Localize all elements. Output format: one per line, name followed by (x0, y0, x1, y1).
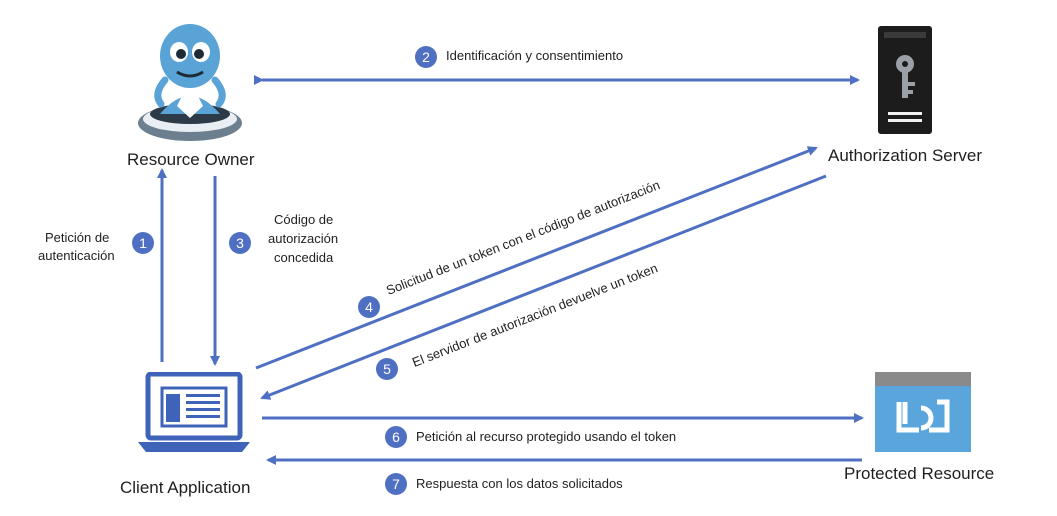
step-3-label-line3: concedida (274, 250, 334, 265)
step-1-label-line2: autenticación (38, 248, 115, 263)
step-6-badge: 6 (385, 426, 407, 448)
step-4-badge: 4 (358, 296, 380, 318)
step-7-label: Respuesta con los datos solicitados (416, 476, 623, 491)
laptop-icon (138, 372, 250, 452)
step-6-label: Petición al recurso protegido usando el … (416, 429, 677, 444)
step-1-badge: 1 (132, 232, 154, 254)
protected-resource-label: Protected Resource (844, 464, 995, 483)
step-2-label: Identificación y consentimiento (446, 48, 624, 63)
authorization-server-label: Authorization Server (828, 146, 983, 165)
step-5-badge: 5 (376, 358, 398, 380)
protected-resource-icon (875, 372, 971, 452)
client-application-label: Client Application (120, 478, 251, 497)
step-1-label-line1: Petición de (45, 230, 110, 245)
resource-owner-mascot-icon (138, 24, 242, 141)
arrow-step-4 (255, 146, 818, 370)
step-7-badge: 7 (385, 473, 407, 495)
step-2-badge: 2 (415, 46, 437, 68)
step-3-label-line1: Código de (274, 212, 334, 227)
step-3-badge: 3 (229, 232, 251, 254)
server-key-icon (878, 26, 932, 134)
resource-owner-label: Resource Owner (127, 150, 255, 169)
step-3-label-line2: autorización (268, 231, 339, 246)
arrow-step-5 (260, 174, 827, 400)
